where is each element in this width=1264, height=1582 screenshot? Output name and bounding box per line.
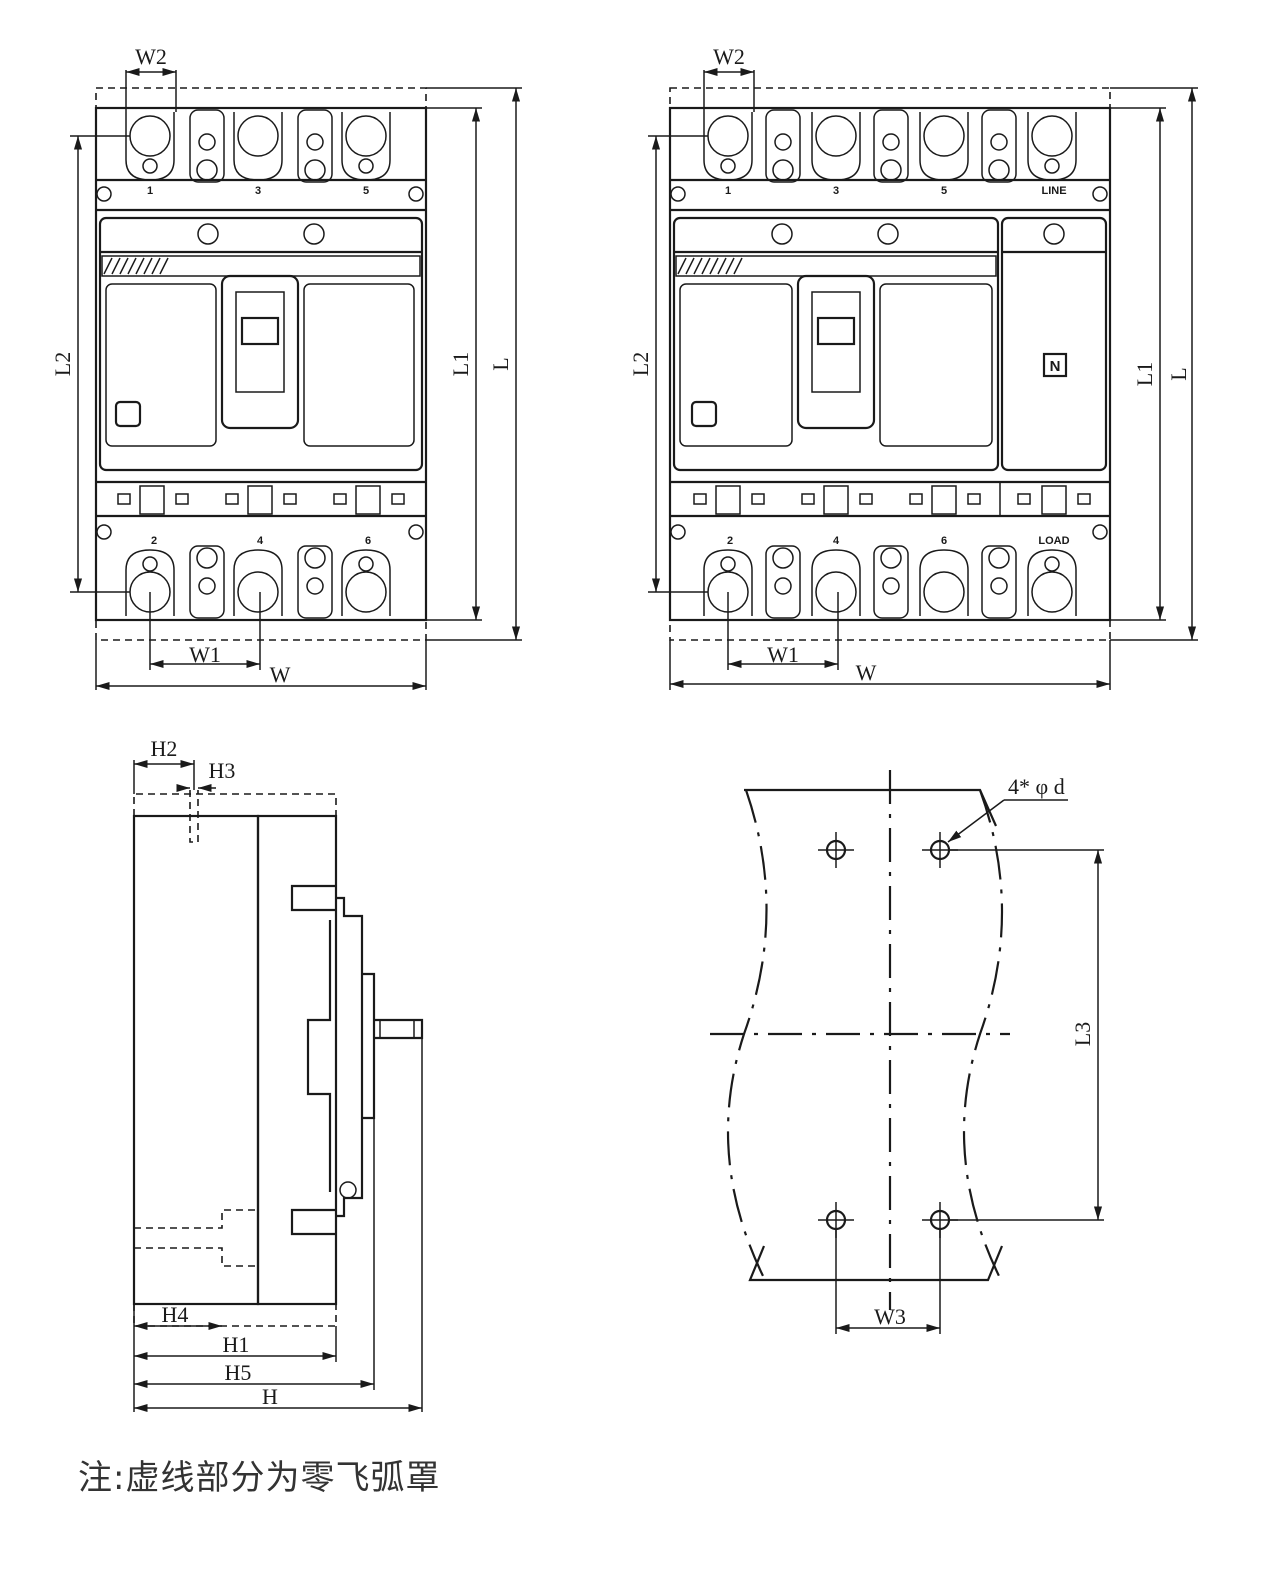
front-view-4p: 1 3 5 LINE N	[628, 44, 1198, 690]
dim-w-4p: W	[856, 660, 877, 685]
terminal-4-label-4p: 4	[833, 535, 840, 547]
terminal-3-label: 3	[255, 185, 261, 197]
dim-h: H	[262, 1384, 278, 1409]
footnote: 注:虚线部分为零飞弧罩	[78, 1458, 441, 1498]
dim-w2-3p: W2	[135, 44, 167, 69]
dim-w1-4p: W1	[767, 642, 799, 667]
dim-l1-4p: L1	[1132, 362, 1157, 386]
dim-w-3p: W	[270, 662, 291, 687]
terminal-5-label-4p: 5	[941, 185, 947, 197]
terminal-6-label: 6	[365, 535, 371, 547]
dim-l3: L3	[1070, 1022, 1095, 1046]
hole-callout: 4* φ d	[1008, 774, 1065, 799]
dim-h4: H4	[162, 1302, 189, 1327]
dim-w1-3p: W1	[189, 642, 221, 667]
terminal-2-label-4p: 2	[727, 535, 733, 547]
side-view: H2 H3 H4 H1 H5 H	[132, 736, 424, 1413]
dim-l1-3p: L1	[448, 352, 473, 376]
terminal-5-label: 5	[363, 185, 369, 197]
dim-h2: H2	[151, 736, 178, 761]
dim-l-4p: L	[1166, 367, 1191, 380]
neutral-label: N	[1050, 358, 1061, 375]
dim-w3: W3	[874, 1304, 906, 1329]
front-view-3p: 1 3 5	[50, 44, 522, 691]
terminal-3-label-4p: 3	[833, 185, 839, 197]
terminal-load-label: LOAD	[1038, 535, 1069, 547]
mounting-view: 4* φ d L3 W3	[710, 770, 1104, 1334]
terminal-1-label: 1	[147, 185, 153, 197]
dim-l-3p: L	[488, 357, 513, 370]
terminal-4-label: 4	[257, 535, 264, 547]
dim-w2-4p: W2	[713, 44, 745, 69]
dim-h3: H3	[209, 758, 236, 783]
dim-h1: H1	[223, 1332, 250, 1357]
mounting-hole-top-left	[818, 832, 854, 868]
terminal-1-label-4p: 1	[725, 185, 731, 197]
dim-l2-3p: L2	[50, 352, 75, 376]
terminal-2-label: 2	[151, 535, 157, 547]
dim-l2-4p: L2	[628, 352, 653, 376]
terminal-line-label: LINE	[1041, 185, 1066, 197]
dim-h5: H5	[225, 1360, 252, 1385]
terminal-6-label-4p: 6	[941, 535, 947, 547]
